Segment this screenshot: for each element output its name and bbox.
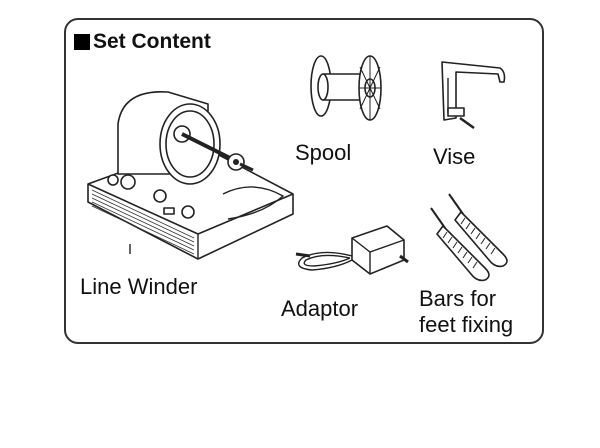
item-label-vise: Vise <box>433 144 476 169</box>
spool-illustration <box>310 55 382 121</box>
feet-fixing-bars-illustration <box>430 193 508 282</box>
adaptor-illustration <box>295 225 409 275</box>
item-label-line-winder: Line Winder <box>80 274 198 299</box>
section-title-text: Set Content <box>93 30 211 53</box>
item-label-spool: Spool <box>295 140 352 165</box>
item-label-bars-line2: feet fixing <box>419 312 514 337</box>
item-label-bars-line1: Bars for <box>419 286 497 311</box>
black-square-icon <box>74 34 90 50</box>
item-label-adaptor: Adaptor <box>281 296 359 321</box>
set-content-frame <box>64 18 544 344</box>
line-winder-illustration <box>87 91 294 260</box>
vise-illustration <box>441 61 506 130</box>
section-title: Set Content <box>74 30 211 54</box>
